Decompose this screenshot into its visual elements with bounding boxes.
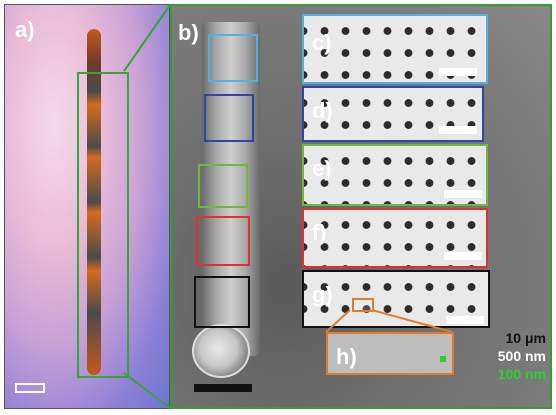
scalebar-h xyxy=(440,356,446,362)
panel-f-label: f) xyxy=(312,220,327,245)
scalebar-d xyxy=(439,126,477,134)
panel-h-label: h) xyxy=(336,344,357,369)
zoom-panel-g: g) xyxy=(302,270,490,328)
box-g xyxy=(194,276,250,328)
panel-a-scalebar xyxy=(15,383,45,393)
sem-nanowire xyxy=(202,22,260,356)
box-h xyxy=(352,298,374,312)
zoom-panel-e: e) xyxy=(302,144,488,206)
nanowire xyxy=(87,29,101,375)
legend-black: 10 μm xyxy=(505,330,546,346)
zoom-panel-c: c) xyxy=(302,14,488,84)
scalebar-e xyxy=(444,190,482,198)
box-d xyxy=(204,94,254,142)
box-f xyxy=(196,216,250,266)
panel-b-sem-image: b) c) d) e) f) g) xyxy=(170,4,552,409)
panel-a-selection-box xyxy=(77,72,129,378)
panel-e-label: e) xyxy=(312,156,332,181)
panel-d-label: d) xyxy=(312,98,333,123)
scalebar-g xyxy=(446,316,484,324)
scalebar-f xyxy=(444,252,482,260)
panel-a-label: a) xyxy=(15,17,35,42)
panel-g-label: g) xyxy=(312,282,333,307)
legend-green: 100 nm xyxy=(497,366,546,382)
legend-white: 500 nm xyxy=(497,348,546,364)
panel-c-label: c) xyxy=(312,30,332,55)
panel-a-optical-image: a) xyxy=(4,4,170,409)
scalebar-b xyxy=(194,384,252,392)
zoom-panel-d: d) xyxy=(302,86,484,142)
box-c xyxy=(208,34,258,82)
panel-b-label: b) xyxy=(178,20,199,45)
zoom-panel-h: h) xyxy=(326,332,454,375)
box-e xyxy=(198,164,248,208)
sem-nanowire-end xyxy=(192,324,250,378)
zoom-panel-f: f) xyxy=(302,208,488,268)
scalebar-c xyxy=(439,68,477,76)
